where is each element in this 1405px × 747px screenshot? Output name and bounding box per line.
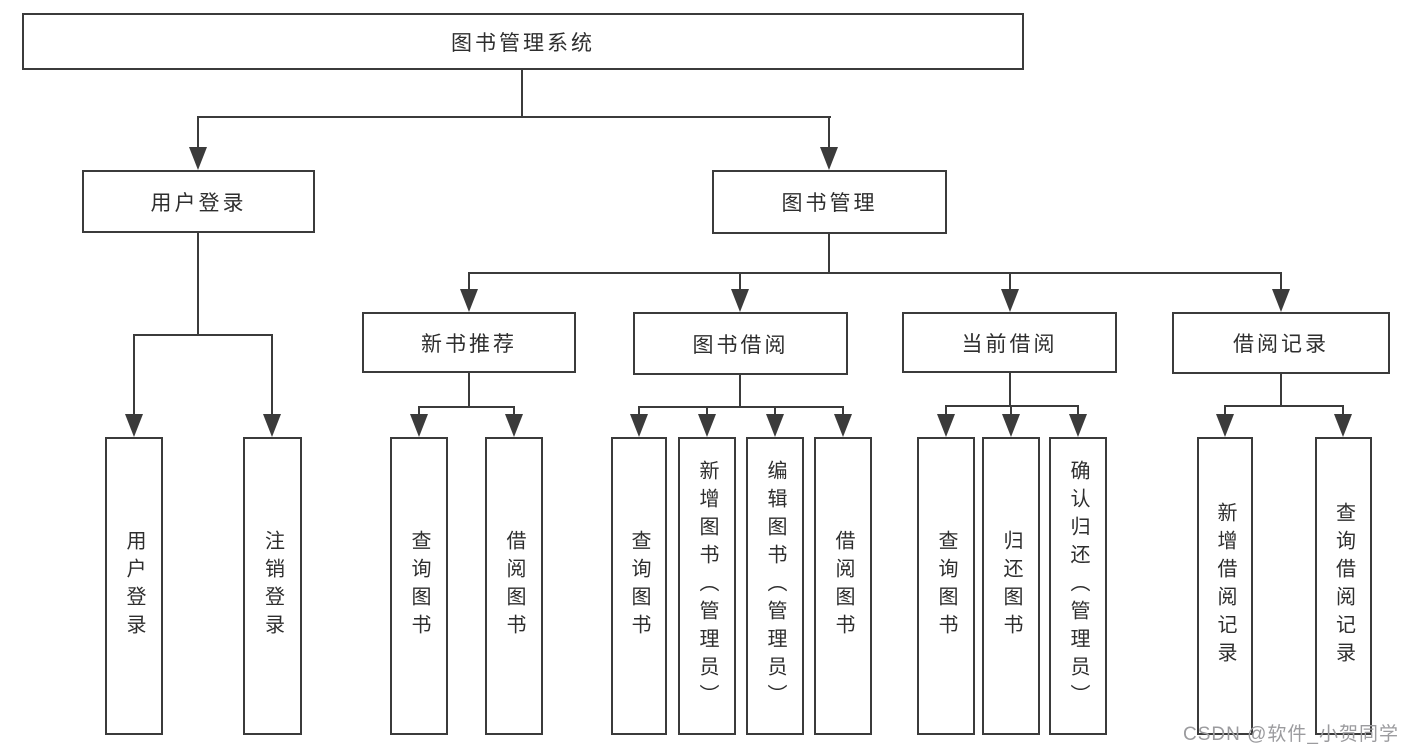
leaf-query-borrow-record: 查询借阅记录: [1315, 437, 1372, 735]
node-book-management: 图书管理: [712, 170, 947, 234]
arrow-head: [834, 414, 852, 437]
connector-line: [468, 371, 470, 408]
node-borrowing-records: 借阅记录: [1172, 312, 1390, 374]
connector-line: [197, 116, 831, 118]
connector-line: [945, 405, 1079, 407]
leaf-logout: 注销登录: [243, 437, 302, 735]
connector-line: [1280, 272, 1282, 291]
connector-line: [133, 334, 273, 336]
watermark: CSDN @软件_小贺同学: [1183, 724, 1399, 745]
connector-line: [638, 406, 640, 415]
leaf-label: 确认归还（管理员）: [1067, 460, 1089, 712]
node-label: 用户登录: [150, 191, 247, 215]
node-label: 借阅记录: [1233, 333, 1329, 356]
leaf-query-books-recommend: 查询图书: [390, 437, 448, 735]
node-new-book-recommend: 新书推荐: [362, 312, 576, 373]
arrow-head: [1002, 414, 1020, 437]
leaf-label: 用户登录: [123, 530, 145, 642]
leaf-label: 查询图书: [935, 530, 957, 642]
connector-line: [842, 406, 844, 415]
arrow-head: [1216, 414, 1234, 437]
node-user-login: 用户登录: [82, 170, 315, 233]
leaf-label: 借阅图书: [832, 530, 854, 642]
leaf-return-books: 归还图书: [982, 437, 1040, 735]
connector-line: [1280, 372, 1282, 407]
connector-line: [418, 406, 515, 408]
leaf-borrow-books: 借阅图书: [814, 437, 872, 735]
leaf-query-books-borrow: 查询图书: [611, 437, 667, 735]
connector-line: [1342, 405, 1344, 415]
leaf-label: 编辑图书（管理员）: [764, 460, 786, 712]
arrow-head: [731, 289, 749, 312]
connector-line: [468, 272, 470, 291]
leaf-label: 新增图书（管理员）: [696, 460, 718, 712]
arrow-head: [460, 289, 478, 312]
connector-line: [271, 334, 273, 415]
arrow-head: [820, 147, 838, 170]
arrow-head: [189, 147, 207, 170]
leaf-query-books-current: 查询图书: [917, 437, 975, 735]
leaf-label: 注销登录: [261, 530, 284, 642]
leaf-label: 查询借阅记录: [1332, 502, 1355, 670]
connector-line: [828, 232, 830, 274]
leaf-label: 借阅图书: [503, 530, 525, 642]
leaf-add-borrow-record: 新增借阅记录: [1197, 437, 1253, 735]
connector-line: [739, 373, 741, 408]
connector-line: [521, 70, 523, 118]
node-label: 图书借阅: [692, 333, 789, 357]
connector-line: [638, 406, 844, 408]
connector-line: [828, 116, 830, 149]
arrow-head: [1334, 414, 1352, 437]
node-label: 图书管理: [781, 192, 878, 215]
connector-line: [1009, 371, 1011, 407]
connector-line: [1010, 405, 1012, 415]
connector-line: [197, 116, 199, 149]
leaf-add-book-admin: 新增图书（管理员）: [678, 437, 736, 735]
leaf-label: 查询图书: [628, 530, 650, 642]
node-label: 当前借阅: [961, 332, 1058, 356]
arrow-head: [1001, 289, 1019, 312]
leaf-user-login: 用户登录: [105, 437, 163, 735]
connector-line: [774, 406, 776, 415]
leaf-edit-book-admin: 编辑图书（管理员）: [746, 437, 804, 735]
node-current-borrowing: 当前借阅: [902, 312, 1117, 373]
connector-line: [513, 406, 515, 415]
arrow-head: [410, 414, 428, 437]
arrow-head: [1069, 414, 1087, 437]
node-label: 图书管理系统: [451, 31, 595, 55]
leaf-confirm-return-admin: 确认归还（管理员）: [1049, 437, 1107, 735]
arrow-head: [263, 414, 281, 437]
arrow-head: [766, 414, 784, 437]
arrow-head: [937, 414, 955, 437]
node-system-root: 图书管理系统: [22, 13, 1024, 70]
connector-line: [133, 334, 135, 415]
leaf-label: 新增借阅记录: [1214, 502, 1236, 670]
connector-line: [197, 231, 199, 336]
connector-line: [1224, 405, 1226, 415]
connector-line: [1077, 405, 1079, 415]
arrow-head: [125, 414, 143, 437]
node-book-borrowing: 图书借阅: [633, 312, 848, 375]
connector-line: [706, 406, 708, 415]
connector-line: [945, 405, 947, 415]
leaf-label: 归还图书: [1000, 530, 1022, 642]
connector-line: [1224, 405, 1344, 407]
arrow-head: [1272, 289, 1290, 312]
connector-line: [1009, 272, 1011, 291]
arrow-head: [630, 414, 648, 437]
connector-line: [739, 272, 741, 291]
arrow-head: [698, 414, 716, 437]
leaf-borrow-books-recommend: 借阅图书: [485, 437, 543, 735]
connector-line: [418, 406, 420, 415]
leaf-label: 查询图书: [408, 530, 430, 642]
node-label: 新书推荐: [421, 332, 517, 356]
connector-line: [468, 272, 1282, 274]
arrow-head: [505, 414, 523, 437]
